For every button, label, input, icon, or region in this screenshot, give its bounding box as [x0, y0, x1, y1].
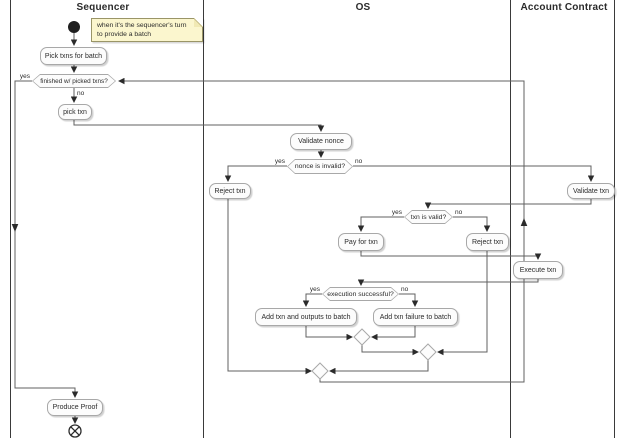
mid-arrow-down-yes-branch [11, 224, 19, 232]
merge-diamond-2 [419, 343, 437, 361]
activity-produce-proof: Produce Proof [47, 399, 103, 416]
decision-nonce-label: nonce is invalid? [288, 160, 352, 173]
mid-arrow-up-back-edge [520, 218, 528, 226]
label-yes-txn-valid: yes [391, 209, 402, 216]
label-no-exec: no [401, 286, 409, 293]
activity-reject-txn-invalid: Reject txn [466, 233, 509, 251]
edge-validate-txn-to-txn-valid [424, 199, 592, 209]
swimlane-lines [10, 0, 615, 438]
decision-finished-label: finished w/ picked txns? [33, 75, 115, 87]
edge-add-failure-to-merge1 [371, 326, 416, 341]
activity-add-txn-failure-to-batch: Add txn failure to batch [373, 308, 458, 326]
decision-txn-valid: txn is valid? [404, 210, 453, 224]
activity-reject-txn-nonce: Reject txn [209, 183, 251, 199]
label-yes-finished: yes [19, 73, 30, 80]
edge-nonce-invalid-yes-to-reject1 [224, 165, 287, 182]
note-fold-corner [194, 18, 203, 27]
end-node [68, 424, 82, 438]
edge-merge2-to-merge3 [329, 360, 429, 375]
activity-pay-for-txn: Pay for txn [338, 233, 384, 251]
note-text: when it's the sequencer's turn to provid… [97, 22, 187, 38]
decision-txn-valid-label: txn is valid? [405, 211, 452, 223]
decision-finished-picked-txns: finished w/ picked txns? [32, 74, 116, 88]
edge-execute-to-exec-successful [357, 279, 539, 286]
edge-merge1-to-merge2 [361, 345, 419, 356]
edge-reject1-to-merge3 [227, 199, 312, 375]
edge-exec-no-to-add-failure [399, 293, 419, 307]
edge-nonce-invalid-no-to-validate-txn [353, 165, 595, 182]
decision-exec-label: execution successful? [323, 288, 398, 300]
activity-add-txn-outputs-to-batch: Add txn and outputs to batch [255, 308, 357, 326]
decision-nonce-invalid: nonce is invalid? [287, 159, 353, 174]
edge-pay-to-execute [360, 251, 542, 260]
edge-exec-yes-to-add-outputs [302, 293, 322, 307]
lane-title-account-contract: Account Contract [520, 2, 608, 13]
edge-finished-yes-to-produce-proof [14, 80, 79, 398]
activity-validate-nonce: Validate nonce [290, 133, 352, 150]
start-node [68, 21, 80, 33]
edge-merge3-back-to-finished [118, 77, 525, 383]
label-no-finished: no [77, 90, 85, 97]
activity-pick-txns-for-batch: Pick txns for batch [40, 47, 107, 65]
label-no-txn-valid: no [455, 209, 463, 216]
label-no-nonce: no [355, 158, 363, 165]
label-yes-nonce: yes [274, 158, 285, 165]
merge-diamond-1 [353, 328, 371, 346]
edge-add-outputs-to-merge1 [305, 326, 353, 341]
edge-txn-valid-no-to-reject2 [453, 216, 491, 232]
edge-pick-txn-to-validate-nonce [73, 120, 325, 132]
edge-reject2-to-merge2 [437, 251, 488, 356]
label-yes-exec: yes [309, 286, 320, 293]
edge-txn-valid-yes-to-pay [357, 216, 404, 232]
activity-validate-txn: Validate txn [567, 183, 615, 199]
lane-title-os: OS [355, 2, 371, 13]
note-sequencer-turn: when it's the sequencer's turn to provid… [91, 18, 203, 42]
activity-execute-txn: Execute txn [513, 261, 563, 279]
activity-pick-txn: pick txn [58, 104, 92, 120]
lane-title-sequencer: Sequencer [76, 2, 130, 13]
merge-diamond-3 [311, 362, 329, 380]
decision-execution-successful: execution successful? [322, 287, 399, 301]
